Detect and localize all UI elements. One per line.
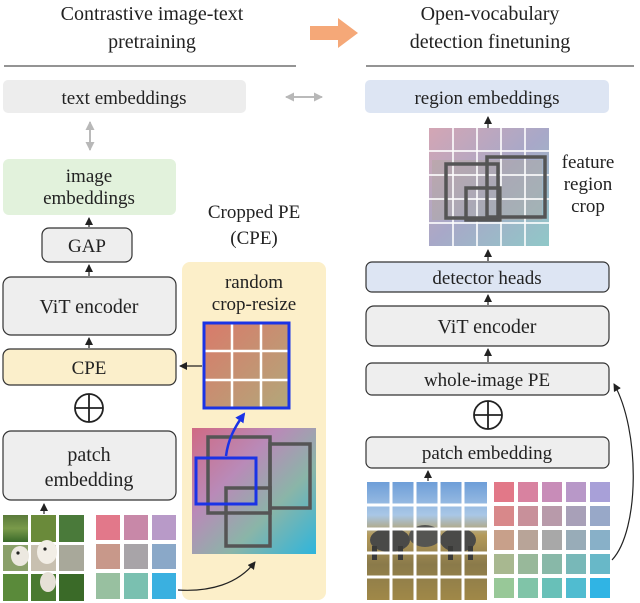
right-header-line1: Open-vocabulary [421, 3, 560, 25]
vit-encoder-label-left: ViT encoder [40, 296, 139, 318]
orange-arrow-icon [310, 18, 358, 48]
cpe-title-1: Cropped PE [208, 202, 300, 223]
left-header: Contrastive image-text pretraining [4, 3, 296, 67]
text-embeddings-label: text embeddings [61, 88, 186, 109]
patch-embedding-label-left-2: embedding [45, 469, 134, 491]
gap-box [41, 227, 133, 263]
crop-resize-arrow [224, 412, 246, 457]
image-embeddings-box [3, 159, 176, 215]
patch-embedding-label-right: patch embedding [422, 443, 553, 464]
region-embeddings-label: region embeddings [414, 88, 559, 109]
feature-region-crop-label-1: feature [562, 152, 615, 173]
region-embeddings-box [365, 80, 609, 113]
elephant-image-patches [367, 482, 487, 600]
left-header-line2: pretraining [108, 31, 196, 53]
crop-highlight-border [202, 321, 291, 410]
cpe-box [2, 348, 177, 386]
cpe-label: CPE [72, 358, 107, 379]
vit-encoder-box-right [365, 305, 610, 347]
patch-embedding-box-right [365, 436, 610, 469]
text-embeddings-box [3, 80, 246, 113]
left-header-line1: Contrastive image-text [61, 3, 244, 25]
image-embeddings-label-1: image [66, 166, 112, 187]
positional-embedding-grid-right [494, 482, 610, 598]
pe-image-with-crops [192, 428, 316, 554]
patch-embedding-box-left [2, 430, 177, 501]
dog-image-patches [3, 515, 84, 601]
random-crop-label-1: random [225, 272, 283, 293]
cpe-title-2: (CPE) [230, 228, 278, 249]
feature-region-crop-label-3: crop [571, 196, 605, 217]
vit-encoder-label-right: ViT encoder [438, 316, 537, 338]
gap-label: GAP [68, 236, 106, 257]
positional-embedding-grid-left [96, 515, 176, 599]
random-crop-label-2: crop-resize [212, 294, 296, 315]
feature-region-crop-label-2: region [564, 174, 613, 195]
detector-heads-box [365, 261, 610, 293]
feature-map-grid [429, 128, 549, 246]
whole-image-pe-box [365, 362, 610, 396]
right-header: Open-vocabulary detection finetuning [366, 3, 634, 67]
whole-image-pe-label: whole-image PE [424, 370, 550, 391]
image-embeddings-label-2: embeddings [43, 188, 135, 209]
pe-to-crop-arrow [177, 561, 256, 591]
vit-encoder-box-left [2, 276, 177, 336]
pe-to-whole-image-arrow [611, 383, 634, 561]
patch-embedding-label-left-1: patch [67, 444, 110, 466]
resized-crop-grid [202, 321, 291, 410]
right-header-line2: detection finetuning [410, 31, 571, 53]
detector-heads-label: detector heads [432, 268, 541, 289]
